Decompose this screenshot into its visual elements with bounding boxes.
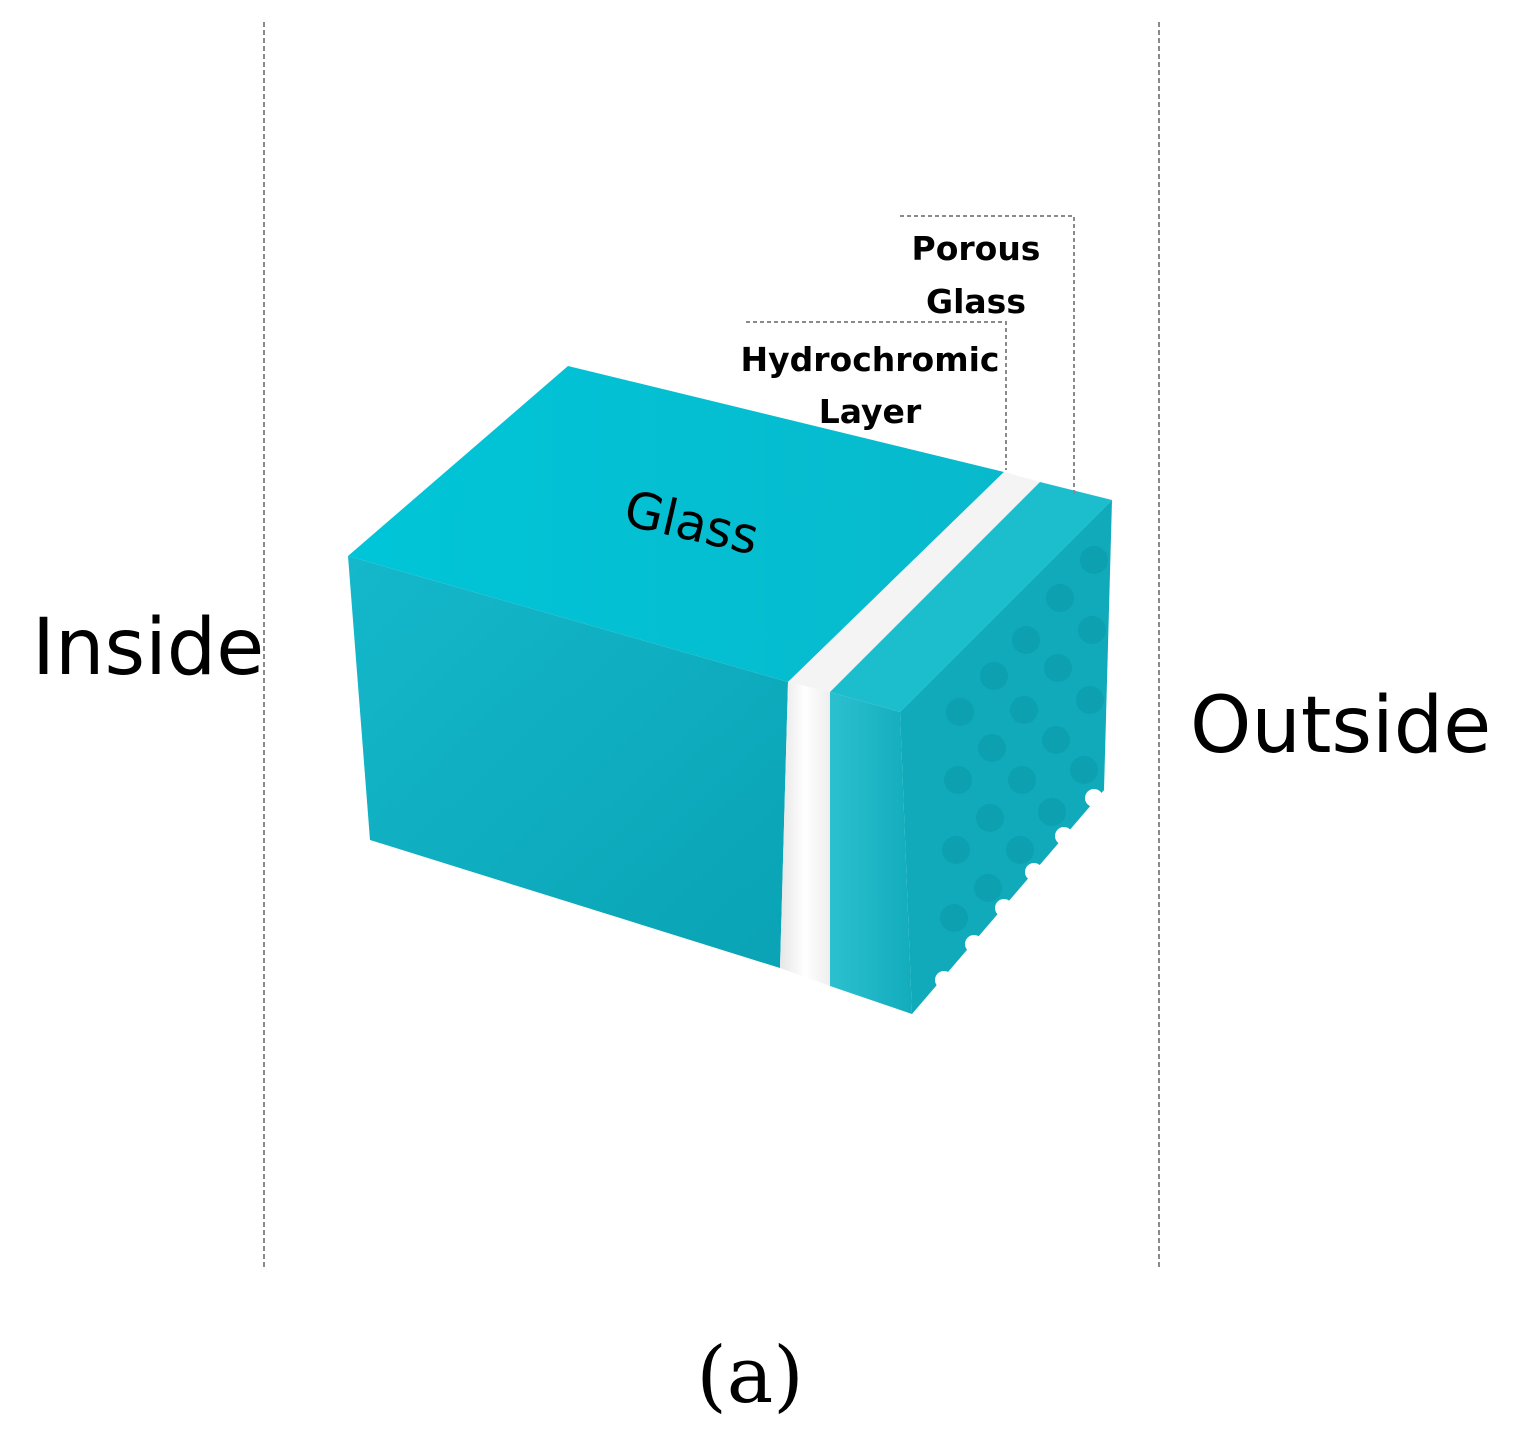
hydrochromic-layer xyxy=(780,472,1040,986)
hydrochromic-layer-top xyxy=(788,472,1040,692)
porous-glass-top xyxy=(830,482,1112,712)
porous-glass-side xyxy=(900,500,1112,1014)
glass-block xyxy=(348,366,1004,968)
porous-glass-block xyxy=(830,482,1112,1014)
glass-top-face xyxy=(348,366,1004,682)
porous-label-line1: Porous xyxy=(912,229,1041,268)
porous-glass-front xyxy=(830,692,912,1014)
porous-callout-line xyxy=(900,215,1075,496)
hydrochromic-callout-line xyxy=(746,321,1007,470)
hydrochromic-layer-front xyxy=(780,682,830,986)
figure-caption: (a) xyxy=(696,1331,803,1421)
hydrochromic-label-line1: Hydrochromic xyxy=(741,340,1000,379)
pore-pattern xyxy=(940,546,1108,932)
porous-label-line2: Glass xyxy=(926,282,1026,321)
hydrochromic-label-line2: Layer xyxy=(819,392,922,431)
inside-label: Inside xyxy=(32,603,264,693)
outside-label: Outside xyxy=(1190,681,1491,771)
porous-edge-bumps xyxy=(935,789,1103,989)
glass-front-face xyxy=(348,556,788,968)
